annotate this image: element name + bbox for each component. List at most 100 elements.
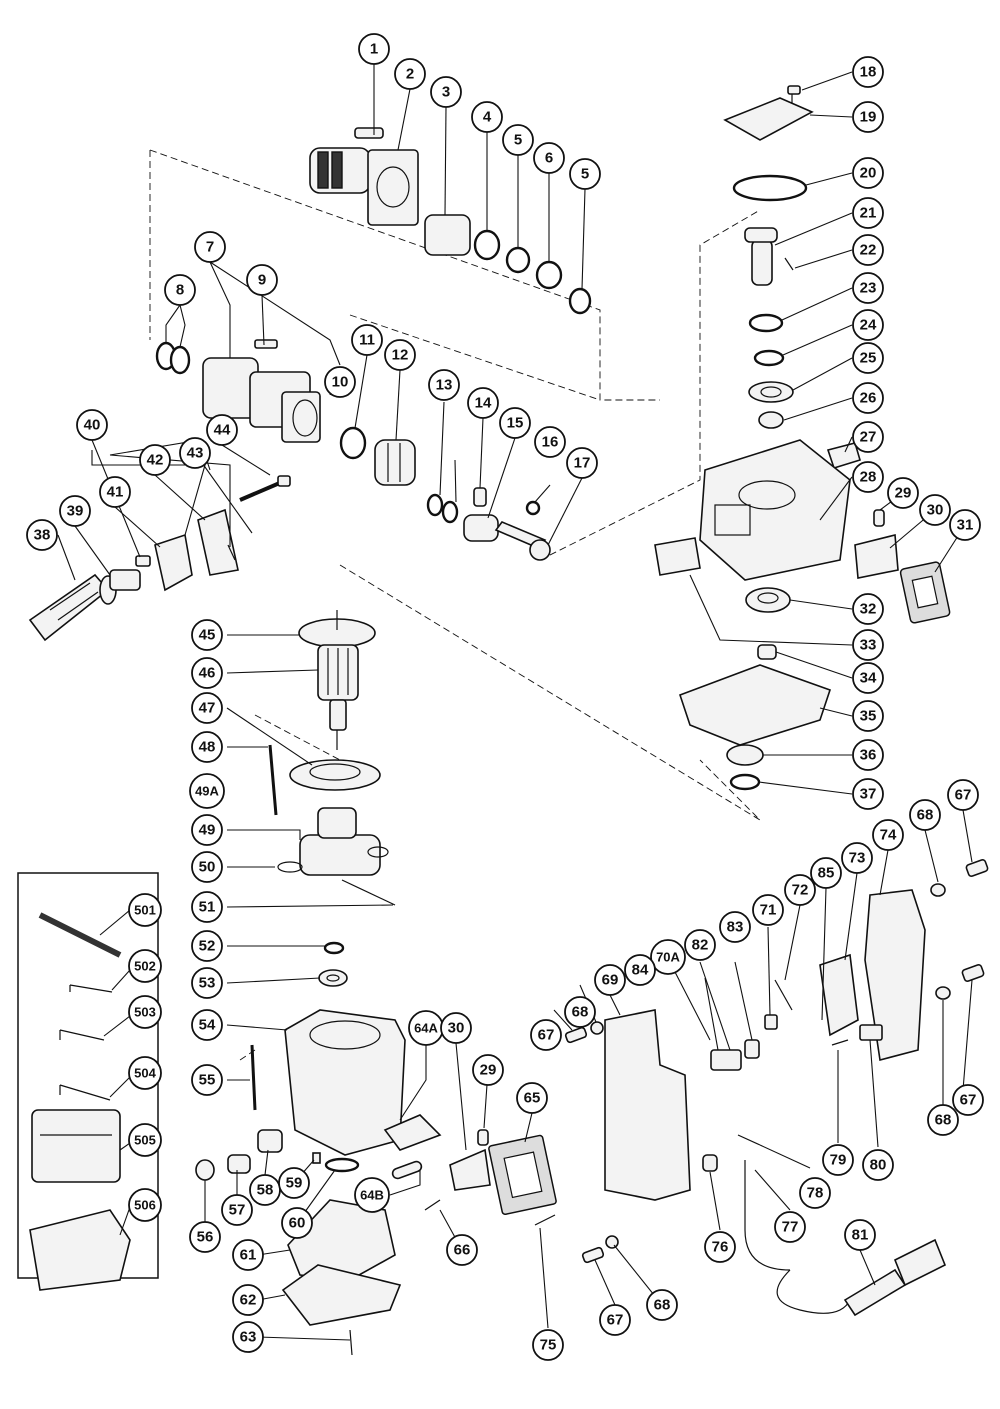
callout: 60 [281,1207,313,1239]
callout: 18 [852,56,884,88]
callout-label: 9 [258,272,266,289]
callout-label: 30 [927,502,944,519]
callout-label: 21 [860,205,877,222]
callout: 11 [351,324,383,356]
callout: 64B [354,1177,390,1213]
callout: 17 [566,447,598,479]
callout-label: 34 [860,670,877,687]
callout: 501 [128,893,162,927]
callout: 42 [139,444,171,476]
callout: 46 [191,657,223,689]
callout-label: 29 [480,1062,497,1079]
callout: 54 [191,1009,223,1041]
callout-label: 74 [880,827,897,844]
callout: 47 [191,692,223,724]
callout-label: 69 [602,972,619,989]
callout: 45 [191,619,223,651]
callout: 81 [844,1219,876,1251]
assembly-dashed-lines [149,149,761,1061]
callout: 71 [752,894,784,926]
callout-label: 64A [414,1021,438,1036]
callout-label: 25 [860,350,877,367]
callout: 502 [128,949,162,983]
callout: 1 [358,33,390,65]
callout: 52 [191,930,223,962]
callout: 57 [221,1194,253,1226]
callout: 84 [624,954,656,986]
callout-label: 3 [442,84,450,101]
callout-label: 75 [540,1337,557,1354]
callout-label: 80 [870,1157,887,1174]
callout: 2 [394,58,426,90]
callout: 4 [471,101,503,133]
callout-label: 31 [957,517,974,534]
callout: 68 [927,1104,959,1136]
callout: 68 [909,799,941,831]
callout-label: 14 [475,395,492,412]
callout-label: 5 [514,132,522,149]
callout: 36 [852,739,884,771]
callout: 67 [530,1019,562,1051]
callout: 33 [852,629,884,661]
part-drawings [28,85,989,1356]
callout: 67 [947,779,979,811]
callout: 31 [949,509,981,541]
callout-label: 27 [860,429,877,446]
callout: 19 [852,101,884,133]
callout-label: 67 [607,1312,624,1329]
callout-label: 45 [199,627,216,644]
callout-label: 58 [257,1182,274,1199]
callout: 505 [128,1123,162,1157]
callout: 75 [532,1329,564,1361]
callout: 49A [189,773,225,809]
callout-label: 2 [406,66,414,83]
callout: 50 [191,851,223,883]
callout: 37 [852,778,884,810]
callout: 43 [179,437,211,469]
callout: 67 [952,1084,984,1116]
callout: 70A [650,939,686,975]
callout: 49 [191,814,223,846]
callout-label: 12 [392,347,409,364]
callout-label: 13 [436,377,453,394]
callout-label: 55 [199,1072,216,1089]
callout-label: 23 [860,280,877,297]
callout: 503 [128,995,162,1029]
callout: 68 [564,996,596,1028]
callout: 25 [852,342,884,374]
callout: 40 [76,409,108,441]
callout-label: 29 [895,485,912,502]
callout-label: 17 [574,455,591,472]
callout-label: 41 [107,484,124,501]
callout: 80 [862,1149,894,1181]
callout: 48 [191,731,223,763]
callout-label: 37 [860,786,877,803]
callout: 74 [872,819,904,851]
callout-label: 82 [692,937,709,954]
callout: 76 [704,1231,736,1263]
callout-label: 30 [448,1020,465,1037]
callout: 7 [194,231,226,263]
callout: 5 [569,158,601,190]
callout-label: 8 [176,282,184,299]
callout: 24 [852,309,884,341]
callout-label: 73 [849,850,866,867]
callout-label: 81 [852,1227,869,1244]
callout-label: 1 [370,41,378,58]
callout-label: 4 [483,109,492,126]
callout: 22 [852,234,884,266]
callout-label: 72 [792,882,809,899]
callout: 29 [887,477,919,509]
callout-label: 68 [654,1297,671,1314]
callout-label: 35 [860,708,877,725]
callout-label: 503 [134,1005,156,1020]
callout: 44 [206,414,238,446]
callout-label: 18 [860,64,877,81]
callout: 58 [249,1174,281,1206]
callout-label: 28 [860,469,877,486]
callout-label: 38 [34,527,51,544]
callout-label: 67 [538,1027,555,1044]
callout-label: 62 [240,1292,257,1309]
callout: 35 [852,700,884,732]
callout-label: 26 [860,390,877,407]
